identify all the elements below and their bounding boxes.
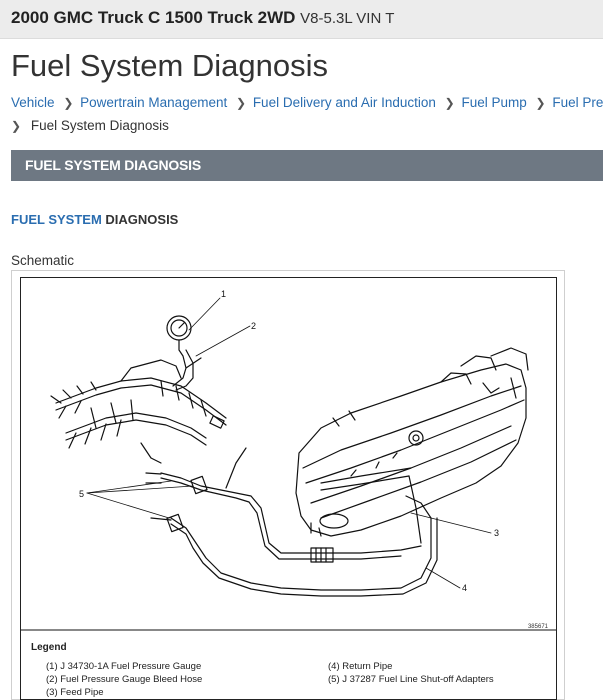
chevron-right-icon: ❯: [235, 96, 247, 110]
fuel-system-schematic: 1 2 3 4 5: [21, 289, 556, 631]
breadcrumb-fuel-delivery[interactable]: Fuel Delivery and Air Induction: [252, 95, 436, 110]
breadcrumb: Vehicle ❯ Powertrain Management ❯ Fuel D…: [11, 95, 603, 110]
fuel-rail-drawing: [50, 359, 227, 464]
subheading-link[interactable]: FUEL SYSTEM: [11, 212, 102, 227]
breadcrumb-fuel-pressure[interactable]: Fuel Pres: [552, 95, 603, 110]
schematic-label: Schematic: [11, 253, 75, 268]
section-subheading: FUEL SYSTEM DIAGNOSIS: [11, 212, 178, 227]
breadcrumb-fuel-pump[interactable]: Fuel Pump: [461, 95, 527, 110]
pressure-gauge-drawing: [166, 315, 202, 391]
callout-label: 2: [251, 321, 256, 331]
callout-label: 4: [462, 583, 467, 593]
chevron-right-icon: ❯: [535, 96, 546, 110]
section-header-title: FUEL SYSTEM DIAGNOSIS: [25, 157, 202, 173]
breadcrumb-current-row: ❯ Fuel System Diagnosis: [11, 118, 169, 133]
schematic-figure: 1 2 3 4 5 385671 Legend (1) J 34730-1A F…: [11, 270, 565, 700]
callout-label: 1: [221, 289, 226, 299]
legend-item: (5) J 37287 Fuel Line Shut-off Adapters: [328, 674, 494, 685]
breadcrumb-vehicle[interactable]: Vehicle: [11, 95, 55, 110]
vehicle-name: 2000 GMC Truck C 1500 Truck 2WD: [11, 8, 296, 27]
legend-item: (2) Fuel Pressure Gauge Bleed Hose: [46, 674, 203, 685]
breadcrumb-current: Fuel System Diagnosis: [30, 118, 169, 133]
legend-item: (1) J 34730-1A Fuel Pressure Gauge: [46, 661, 202, 672]
top-bar: 2000 GMC Truck C 1500 Truck 2WD V8-5.3L …: [0, 0, 603, 39]
chevron-right-icon: ❯: [444, 96, 455, 110]
fuel-pipes-drawing: [145, 447, 438, 597]
schematic-frame: 1 2 3 4 5 385671 Legend (1) J 34730-1A F…: [20, 277, 557, 700]
breadcrumb-powertrain[interactable]: Powertrain Management: [80, 95, 228, 110]
legend-title: Legend: [31, 642, 67, 653]
fuel-tank-drawing: [295, 347, 529, 537]
figure-number: 385671: [527, 624, 548, 630]
section-header-bar[interactable]: FUEL SYSTEM DIAGNOSIS: [11, 150, 603, 181]
callout-label: 5: [79, 489, 84, 499]
legend-item: (3) Feed Pipe: [46, 687, 104, 698]
callout-leader-lines: [86, 297, 492, 589]
callout-label: 3: [494, 528, 499, 538]
page-title: Fuel System Diagnosis: [11, 48, 329, 83]
legend-item: (4) Return Pipe: [328, 661, 393, 672]
chevron-right-icon: ❯: [63, 96, 74, 110]
vehicle-title: 2000 GMC Truck C 1500 Truck 2WD V8-5.3L …: [11, 8, 394, 28]
subheading-text: DIAGNOSIS: [101, 212, 179, 227]
engine-spec: V8-5.3L VIN T: [300, 10, 395, 27]
chevron-right-icon: ❯: [11, 119, 22, 133]
